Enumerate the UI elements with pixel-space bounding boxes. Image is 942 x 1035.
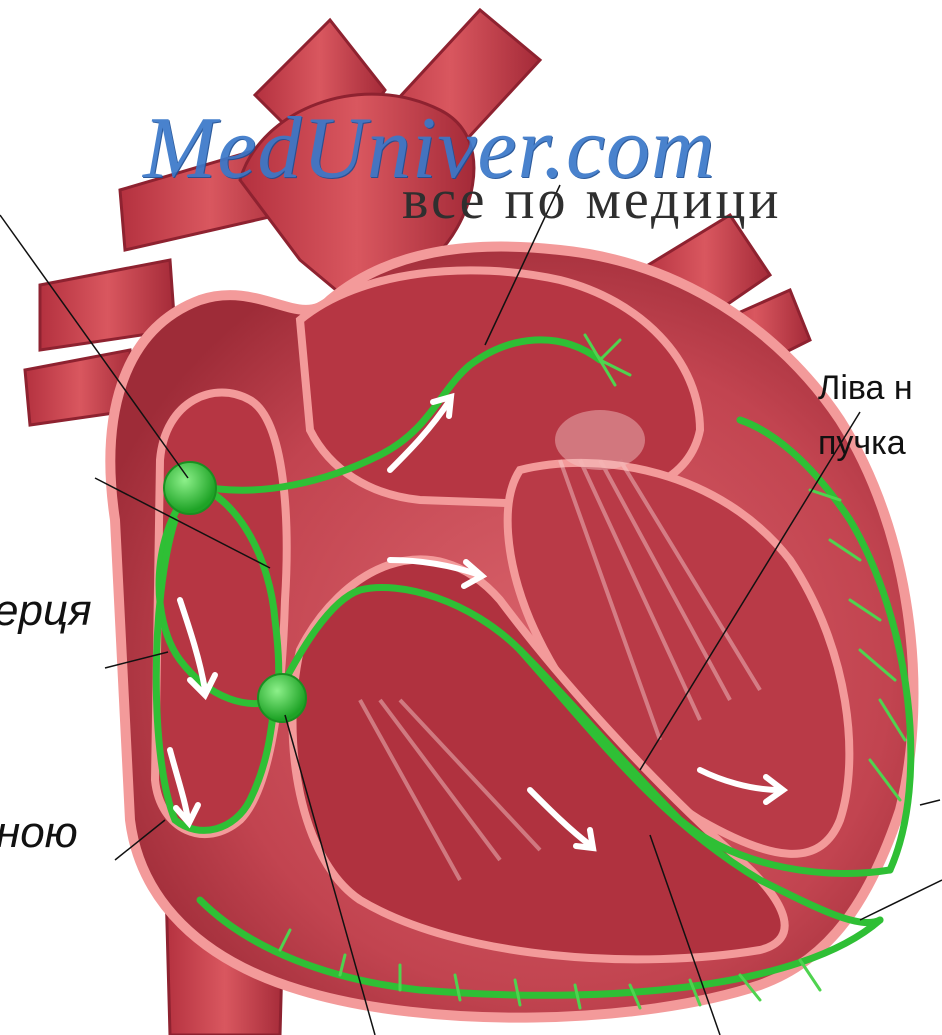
left-bundle-branch-label-line2: пучка [818, 424, 906, 462]
sinoatrial-node [164, 462, 216, 514]
lower-left-label-fragment: ною [0, 808, 78, 858]
watermark-tagline: все по медици [402, 168, 781, 232]
internodal-label-fragment: ерця [0, 586, 92, 636]
atrioventricular-node [258, 674, 306, 722]
left-bundle-branch-label-line1: Ліва н [818, 369, 913, 407]
